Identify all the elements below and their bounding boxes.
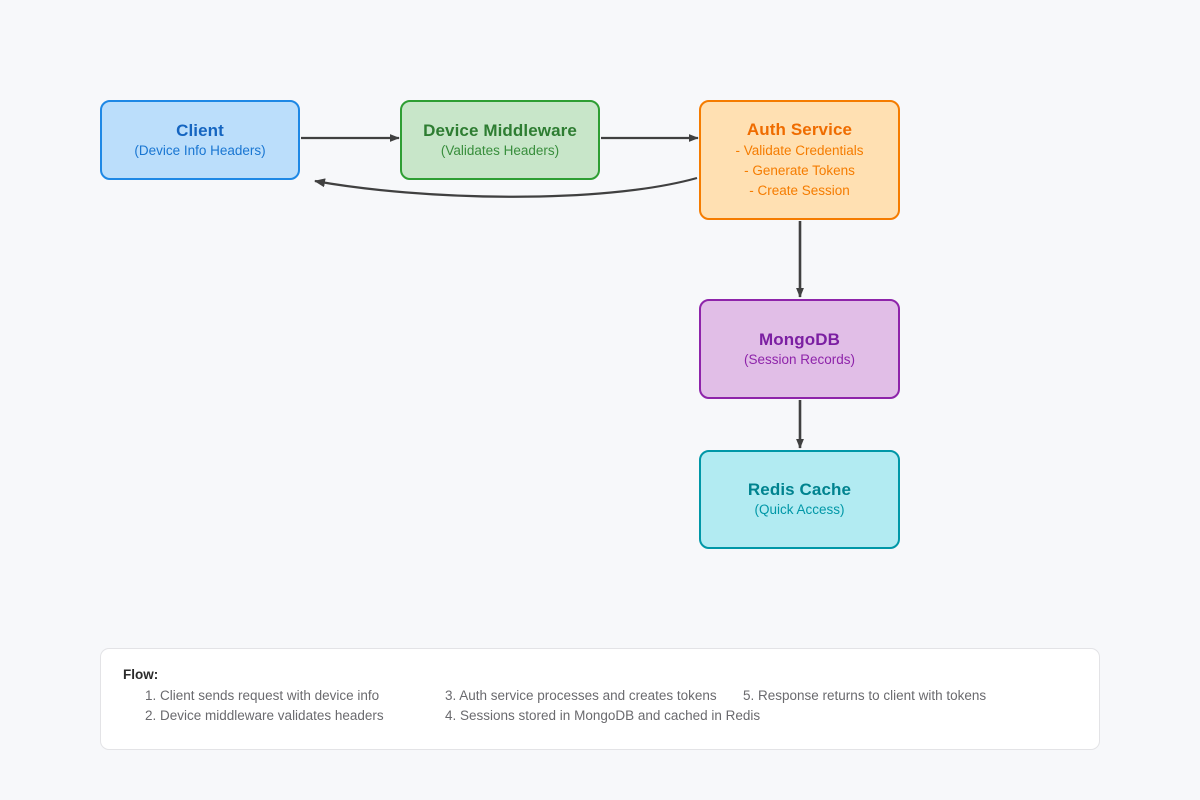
node-auth-service-item-create-session: - Create Session bbox=[749, 183, 850, 198]
node-device-middleware-title: Device Middleware bbox=[423, 120, 577, 140]
node-redis-cache-title: Redis Cache bbox=[747, 480, 852, 499]
node-mongodb-subtitle: (Session Records) bbox=[743, 351, 856, 367]
flow-legend-item-5: 5. Response returns to client with token… bbox=[743, 688, 987, 703]
node-client-subtitle: (Device Info Headers) bbox=[134, 142, 266, 158]
flow-legend-item-2: 2. Device middleware validates headers bbox=[145, 708, 384, 723]
flow-legend-item-1: 1. Client sends request with device info bbox=[145, 688, 380, 703]
flow-legend-item-3: 3. Auth service processes and creates to… bbox=[445, 688, 717, 703]
connector-auth-to-client-response bbox=[314, 176, 698, 198]
flow-legend-column-1: 1. Client sends request with device info… bbox=[123, 686, 445, 726]
node-redis-cache-subtitle: (Quick Access) bbox=[754, 502, 845, 517]
flow-legend-column-2: 3. Auth service processes and creates to… bbox=[445, 686, 761, 726]
node-auth-service-item-validate-credentials: - Validate Credentials bbox=[735, 143, 864, 158]
node-redis-cache[interactable]: Redis Cache (Quick Access) bbox=[699, 450, 900, 549]
flow-legend-columns: 1. Client sends request with device info… bbox=[123, 686, 1077, 726]
flow-legend-column-3: 5. Response returns to client with token… bbox=[743, 686, 1043, 706]
node-mongodb[interactable]: MongoDB (Session Records) bbox=[699, 299, 900, 399]
node-auth-service[interactable]: Auth Service - Validate Credentials - Ge… bbox=[699, 100, 900, 220]
node-mongodb-title: MongoDB bbox=[759, 329, 840, 349]
flow-legend-item-4: 4. Sessions stored in MongoDB and cached… bbox=[445, 708, 761, 723]
node-device-middleware-subtitle: (Validates Headers) bbox=[440, 142, 560, 158]
node-device-middleware[interactable]: Device Middleware (Validates Headers) bbox=[400, 100, 600, 180]
node-client-title: Client bbox=[176, 120, 224, 140]
node-auth-service-item-generate-tokens: - Generate Tokens bbox=[744, 163, 855, 178]
node-auth-service-title: Auth Service bbox=[746, 120, 853, 139]
flow-legend-panel: Flow: 1. Client sends request with devic… bbox=[100, 648, 1100, 750]
flow-legend-title: Flow: bbox=[123, 667, 159, 682]
node-client[interactable]: Client (Device Info Headers) bbox=[100, 100, 300, 180]
